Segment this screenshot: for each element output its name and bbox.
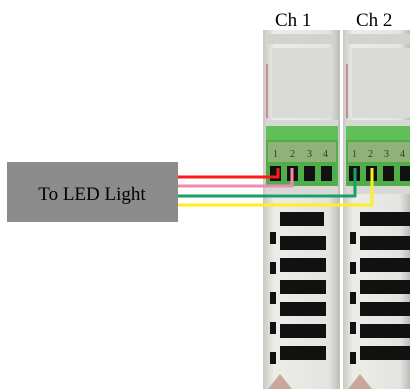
ch2-terminal-2: 2 [368,149,373,160]
ch1-terminal-4: 4 [323,149,328,160]
ch2-terminal-4: 4 [400,149,405,160]
channel-1-label: Ch 1 [275,10,311,31]
wire-yellow [178,168,374,207]
vent-slots-ch1 [270,212,326,364]
wire-red [178,168,280,179]
terminal-block-ch2: 1 2 3 4 [346,126,410,186]
ch2-terminal-3: 3 [384,149,389,160]
dimmer-module-ch1: 1 2 3 4 [263,30,340,389]
ch2-terminal-1: 1 [352,149,357,160]
vent-slots-ch2 [350,212,410,364]
channel-2-label: Ch 2 [356,10,392,31]
terminal-block-ch1: 1 2 3 4 [266,126,338,186]
ch1-terminal-2: 2 [290,149,295,160]
dimmer-module-ch2: 1 2 3 4 [343,30,410,389]
wire-pink [178,168,294,188]
wire-green [178,168,357,198]
ch1-terminal-1: 1 [273,149,278,160]
led-light-label: To LED Light [38,184,146,205]
ch1-terminal-3: 3 [307,149,312,160]
led-light-box [7,162,178,222]
